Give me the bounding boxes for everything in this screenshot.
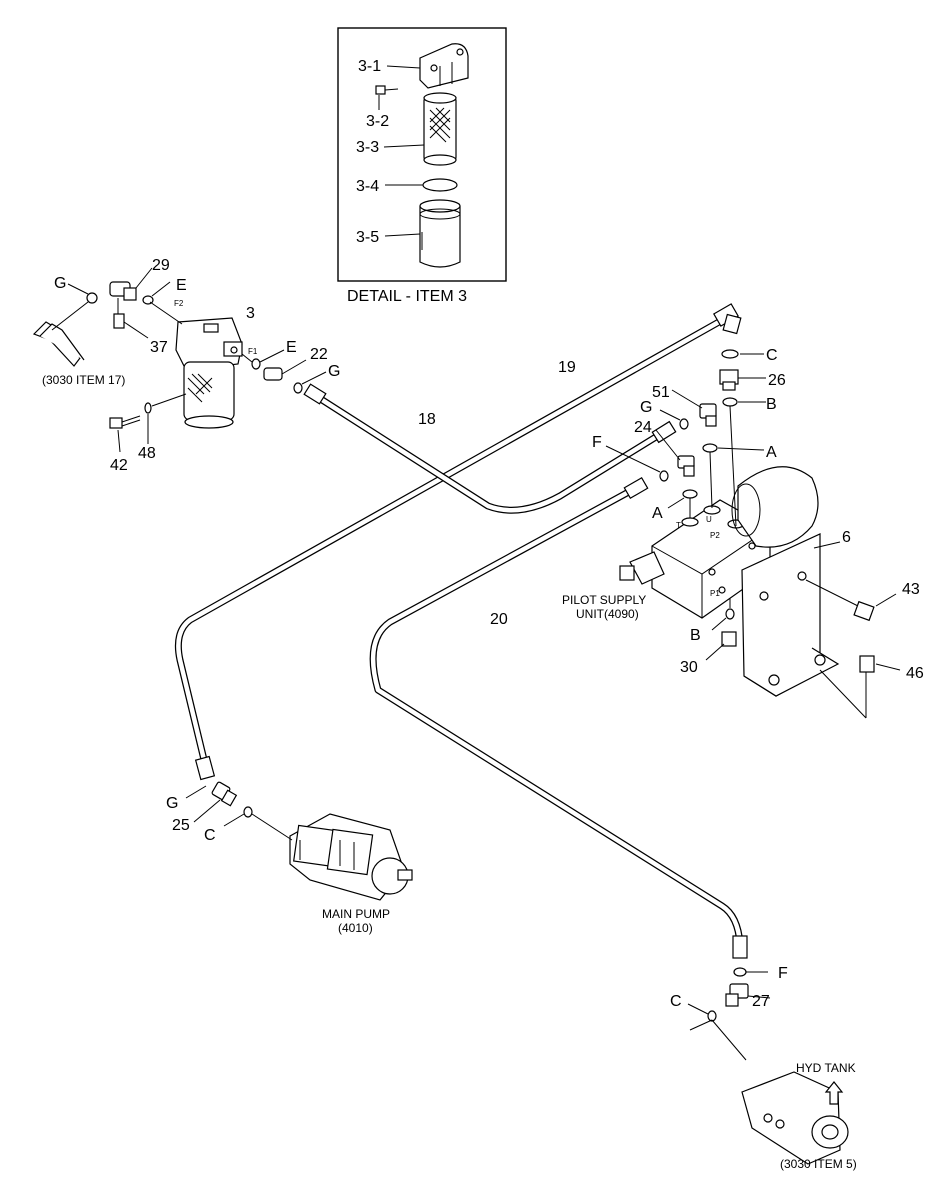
screw-part bbox=[375, 85, 399, 95]
letter-f-pilot: F bbox=[592, 434, 602, 451]
elbow-fitting-29 bbox=[109, 281, 137, 301]
plug-fitting-30 bbox=[721, 631, 737, 647]
c-ring-pump bbox=[243, 806, 253, 818]
elbow-fitting-51 bbox=[699, 403, 717, 427]
callout-25: 25 bbox=[172, 817, 190, 834]
adapter-fitting-37 bbox=[113, 313, 125, 329]
letter-b-upper: B bbox=[766, 396, 777, 413]
g-ring-51 bbox=[679, 418, 689, 430]
a-ring-upper bbox=[702, 443, 718, 453]
callout-42: 42 bbox=[110, 457, 128, 474]
callout-24: 24 bbox=[634, 419, 652, 436]
port-f1: F1 bbox=[248, 347, 258, 356]
filter-bowl-part bbox=[419, 199, 461, 268]
bracket-6 bbox=[741, 533, 840, 697]
f-ring-tank bbox=[733, 967, 747, 977]
ref-pilot-line2: UNIT(4090) bbox=[576, 607, 639, 621]
letter-e-top: E bbox=[176, 277, 187, 294]
letter-g-22: G bbox=[328, 363, 340, 380]
c-ring-upper bbox=[721, 349, 739, 359]
return-pipe bbox=[32, 321, 85, 367]
washer-48 bbox=[144, 402, 152, 414]
up-arrow-icon bbox=[824, 1081, 844, 1105]
main-pump bbox=[289, 813, 413, 901]
callout-51: 51 bbox=[652, 384, 670, 401]
label-3-5: 3-5 bbox=[356, 229, 379, 246]
callout-37: 37 bbox=[150, 339, 168, 356]
callout-48: 48 bbox=[138, 445, 156, 462]
port-p2: P2 bbox=[710, 531, 720, 540]
nipple-fitting-22 bbox=[263, 367, 283, 381]
o-ring-part bbox=[422, 178, 458, 192]
letter-b-lower: B bbox=[690, 627, 701, 644]
callout-22: 22 bbox=[310, 346, 328, 363]
label-3-2: 3-2 bbox=[366, 113, 389, 130]
port-t: T bbox=[676, 521, 681, 530]
letter-a-upper: A bbox=[766, 444, 777, 461]
detail-frame bbox=[337, 27, 507, 282]
g-ring-left bbox=[86, 292, 98, 304]
e-ring-right bbox=[251, 358, 261, 370]
callout-46: 46 bbox=[906, 665, 924, 682]
label-3-1: 3-1 bbox=[358, 58, 381, 75]
callout-3: 3 bbox=[246, 305, 255, 322]
e-ring-top bbox=[142, 295, 154, 305]
f-ring-pilot bbox=[659, 470, 669, 482]
callout-26: 26 bbox=[768, 372, 786, 389]
ref-main-pump-line1: MAIN PUMP bbox=[322, 907, 390, 921]
letter-g-left: G bbox=[54, 275, 66, 292]
letter-c-pump: C bbox=[204, 827, 216, 844]
callout-6: 6 bbox=[842, 529, 851, 546]
c-ring-tank bbox=[707, 1010, 717, 1022]
callout-27: 27 bbox=[752, 993, 770, 1010]
ref-hyd-tank: HYD TANK bbox=[796, 1061, 856, 1075]
letter-a-lower: A bbox=[652, 505, 663, 522]
elbow-fitting-24 bbox=[677, 455, 695, 477]
callout-19: 19 bbox=[558, 359, 576, 376]
filter-head-part bbox=[419, 43, 469, 89]
letter-e-right: E bbox=[286, 339, 297, 356]
hose-end-fittings bbox=[194, 303, 748, 959]
bolt-46 bbox=[819, 655, 875, 719]
detail-title: DETAIL - ITEM 3 bbox=[347, 288, 467, 305]
callout-20: 20 bbox=[490, 611, 508, 628]
port-u: U bbox=[706, 515, 712, 524]
hose-20 bbox=[369, 484, 744, 948]
letter-c-upper: C bbox=[766, 347, 778, 364]
ref-pilot-line1: PILOT SUPPLY bbox=[562, 593, 646, 607]
elbow-fitting-27 bbox=[725, 983, 749, 1007]
pilot-filter bbox=[175, 317, 243, 429]
callout-18: 18 bbox=[418, 411, 436, 428]
bolt-42 bbox=[109, 415, 141, 429]
hose-18 bbox=[312, 392, 668, 514]
callout-29: 29 bbox=[152, 257, 170, 274]
fitting-26 bbox=[719, 369, 739, 391]
letter-g-51: G bbox=[640, 399, 652, 416]
bolt-43 bbox=[805, 579, 875, 622]
hose-19 bbox=[174, 314, 730, 772]
b-ring-lower bbox=[725, 608, 735, 620]
label-3-3: 3-3 bbox=[356, 139, 379, 156]
a-ring-lower bbox=[682, 489, 698, 499]
b-ring-upper bbox=[722, 397, 738, 407]
letter-f-tank: F bbox=[778, 965, 788, 982]
ref-main-pump-line2: (4010) bbox=[338, 921, 373, 935]
detail-item-3: 3-1 3-2 3-3 3-4 3-5 DETAIL - ITEM 3 bbox=[337, 27, 507, 305]
elbow-fitting-25 bbox=[211, 781, 238, 807]
g-ring-22 bbox=[293, 382, 303, 394]
pilot-supply-unit bbox=[619, 466, 819, 619]
letter-g-pump: G bbox=[166, 795, 178, 812]
port-p1: P1 bbox=[710, 589, 720, 598]
callout-30: 30 bbox=[680, 659, 698, 676]
ref-tank-item5: (3030 ITEM 5) bbox=[780, 1157, 857, 1171]
callout-43: 43 bbox=[902, 581, 920, 598]
filter-element-part bbox=[423, 92, 457, 166]
letter-c-tank: C bbox=[670, 993, 682, 1010]
tank-flange bbox=[741, 1071, 849, 1165]
label-3-4: 3-4 bbox=[356, 178, 379, 195]
port-f2: F2 bbox=[174, 299, 184, 308]
ref-tank-item17: (3030 ITEM 17) bbox=[42, 373, 125, 387]
